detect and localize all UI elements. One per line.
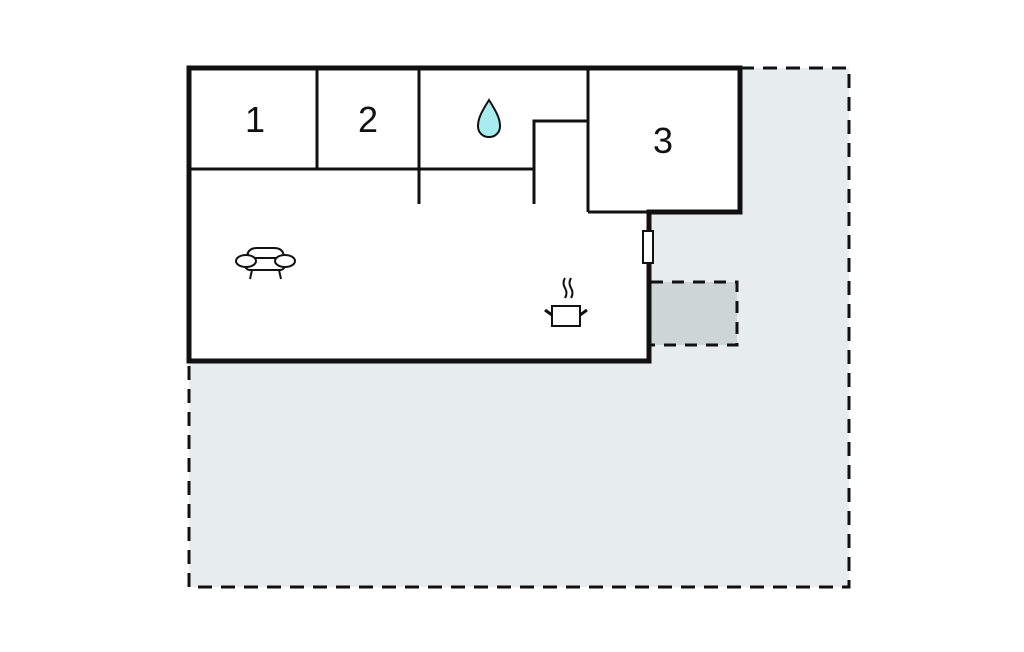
building-interior bbox=[189, 68, 740, 361]
cooking-pot-icon bbox=[544, 277, 588, 327]
terrace-area bbox=[187, 66, 851, 589]
window-east bbox=[642, 230, 654, 264]
room-label-bedroom-1: 1 bbox=[244, 99, 266, 140]
sofa-icon bbox=[235, 247, 296, 280]
carport-area bbox=[651, 280, 739, 347]
room-label-bedroom-3: 3 bbox=[652, 120, 674, 161]
interior-walls bbox=[189, 68, 649, 214]
water-drop-icon bbox=[476, 98, 502, 139]
room-label-bedroom-2: 2 bbox=[357, 99, 379, 140]
